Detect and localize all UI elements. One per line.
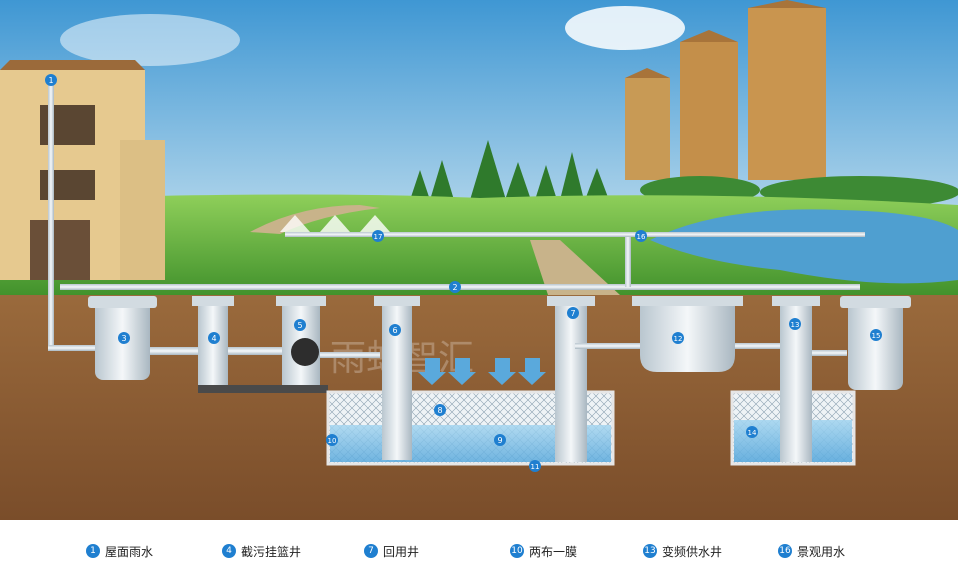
svg-text:8: 8 bbox=[437, 406, 442, 415]
villa bbox=[0, 60, 165, 280]
well-7-reuse bbox=[547, 296, 595, 462]
svg-text:2: 2 bbox=[452, 283, 457, 292]
pipe-7-12 bbox=[575, 343, 640, 349]
svg-text:11: 11 bbox=[531, 463, 540, 471]
legend-item-landscape-water: 16 景观用水 bbox=[778, 542, 845, 560]
svg-text:3: 3 bbox=[121, 334, 126, 343]
legend-label: 两布一膜 bbox=[529, 544, 578, 559]
svg-text:6: 6 bbox=[392, 326, 397, 335]
tree-line bbox=[410, 140, 958, 208]
svg-text:1: 1 bbox=[48, 76, 53, 85]
svg-text:17: 17 bbox=[374, 233, 383, 241]
high-rise-buildings bbox=[625, 0, 826, 180]
svg-text:16: 16 bbox=[637, 233, 646, 241]
infiltration-arrows bbox=[418, 358, 546, 385]
legend-item-pump-well: 13 变频供水井 bbox=[643, 542, 722, 560]
landscape-pipe-16-h bbox=[625, 232, 865, 237]
legend-item-roof-rainwater: 1 屋面雨水 bbox=[86, 542, 153, 560]
well-4 bbox=[192, 296, 328, 393]
legend: 1 屋面雨水 4 截污挂篮井 7 回用井 10 两布一膜 13 变频供水井 16… bbox=[0, 520, 958, 564]
legend-label: 景观用水 bbox=[797, 544, 846, 559]
legend-item-membrane: 10 两布一膜 bbox=[510, 542, 577, 560]
svg-text:4: 4 bbox=[211, 334, 216, 343]
svg-text:14: 14 bbox=[748, 429, 757, 437]
pipe-12-13 bbox=[735, 343, 780, 349]
legend-item-basket-well: 4 截污挂篮井 bbox=[222, 542, 301, 560]
svg-text:15: 15 bbox=[872, 332, 881, 340]
legend-number: 16 bbox=[778, 544, 792, 558]
tank-12 bbox=[632, 296, 743, 372]
svg-text:7: 7 bbox=[570, 309, 575, 318]
pipe-13-15 bbox=[812, 350, 847, 356]
pipe-3-4 bbox=[150, 347, 200, 355]
roof-downpipe bbox=[48, 80, 54, 350]
legend-number: 1 bbox=[86, 544, 100, 558]
irrigation-pipe-17 bbox=[285, 232, 625, 237]
svg-text:12: 12 bbox=[674, 335, 683, 343]
svg-text:9: 9 bbox=[497, 436, 502, 445]
legend-label: 屋面雨水 bbox=[105, 544, 154, 559]
cloud bbox=[60, 14, 240, 66]
legend-number: 13 bbox=[643, 544, 657, 558]
roof-downpipe-h bbox=[48, 345, 108, 351]
sprinkler-sprays bbox=[280, 215, 390, 232]
svg-text:5: 5 bbox=[297, 321, 302, 330]
well-5 bbox=[276, 296, 326, 385]
legend-label: 回用井 bbox=[383, 544, 420, 559]
legend-number: 7 bbox=[364, 544, 378, 558]
legend-label: 截污挂篮井 bbox=[241, 544, 302, 559]
legend-label: 变频供水井 bbox=[662, 544, 723, 559]
well-15 bbox=[840, 296, 911, 390]
svg-text:10: 10 bbox=[328, 437, 337, 445]
landscape-pipe-16 bbox=[625, 232, 631, 287]
svg-text:13: 13 bbox=[791, 321, 800, 329]
landscape-lake bbox=[650, 209, 958, 284]
legend-number: 10 bbox=[510, 544, 524, 558]
legend-number: 4 bbox=[222, 544, 236, 558]
badge: 1 2 3 4 5 6 7 8 9 10 11 12 13 14 15 16 1… bbox=[45, 74, 882, 472]
pipe-4-5 bbox=[228, 347, 283, 355]
cloud bbox=[565, 6, 685, 50]
legend-item-reuse-well: 7 回用井 bbox=[364, 542, 419, 560]
pipe-5-tank bbox=[320, 352, 380, 358]
